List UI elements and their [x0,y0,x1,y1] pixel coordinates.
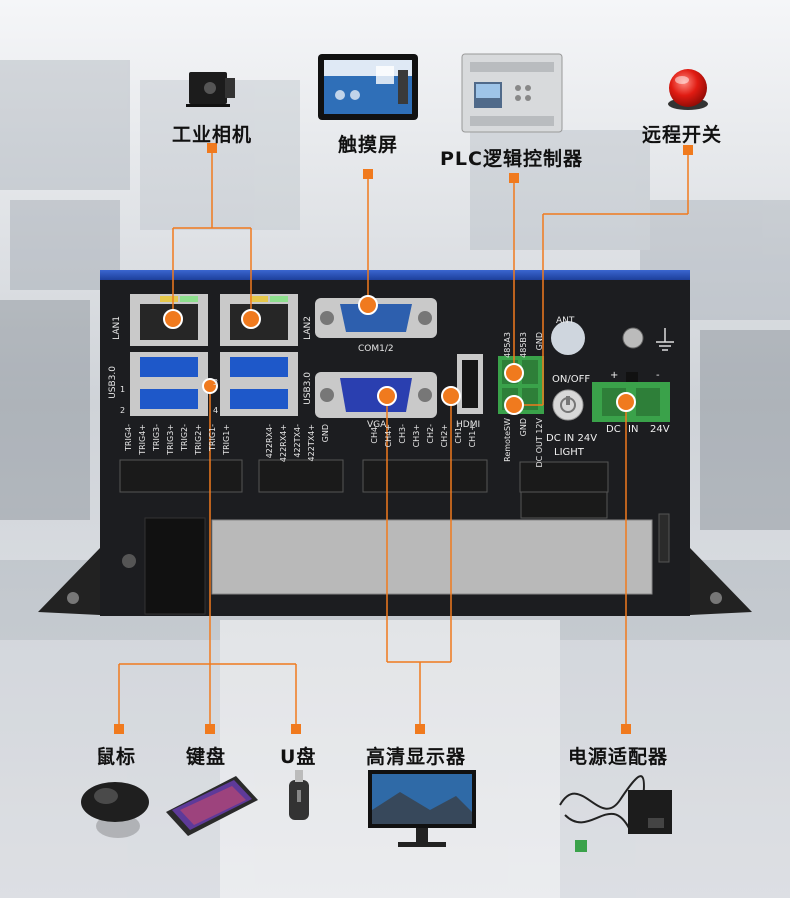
trig-pin-7: TRIG1+ [222,424,231,455]
ch-pin-6: CH1- [454,424,463,444]
keyboard-label: 键盘 [186,746,227,768]
touchscreen-label: 触摸屏 [338,134,399,156]
plc-label: PLC逻辑控制器 [440,148,583,170]
light-label: LIGHT [554,447,584,458]
ch-pin-2: CH3- [398,424,407,444]
connector-lines [118,148,689,727]
ground-icon [656,328,674,351]
rs422-pin-3: 422TX4+ [307,424,316,462]
ant-label: ANT [556,316,575,326]
hdmi-label: HDMI [456,420,481,430]
usb-drive-icon [289,770,309,820]
trig-pin-3: TRIG3+ [166,424,175,455]
in-label: IN [628,424,639,435]
lan-ports [130,294,298,346]
monitor-label: 高清显示器 [366,746,467,768]
tt-pin-2: GND [535,332,544,351]
rs422-pin-0: 422RX4- [265,424,274,459]
trig-pin-4: TRIG2- [180,424,189,451]
com-port [315,298,437,338]
ch-pin-7: CH1+ [468,424,477,448]
power-adapter-label: 电源适配器 [568,746,669,768]
usb30-mid-label: USB3.0 [303,372,313,405]
rs422-pin-4: GND [321,424,330,443]
hdmi-port [457,354,483,414]
onoff-label: ON/OFF [552,374,591,385]
ch-pin-0: CH4- [370,424,379,444]
tt-pin-0: 485A3 [503,332,512,358]
monitor-icon [368,770,476,847]
remote-switch-label: 远程开关 [642,124,723,146]
v24-label: 24V [650,424,670,435]
tt-pin-1: 485B3 [519,332,528,358]
trig-pin-0: TRIG4- [124,424,133,451]
usb30-left-label: USB3.0 [108,366,118,399]
ground-screw [622,327,644,349]
ch-pin-4: CH2- [426,424,435,444]
marker-squares [114,143,693,734]
power-adapter-icon [559,775,672,852]
usb-ports [130,352,298,416]
plus-label: + [610,370,619,381]
usb-num-4: 4 [213,406,219,415]
tb-pin-1: GND [519,418,528,437]
mouse-label: 鼠标 [96,746,137,768]
label-plates [119,459,609,519]
rs422-pin-1: 422RX4+ [279,424,288,463]
tb-pin-2: DC OUT 12V [535,418,544,468]
com-label: COM1/2 [358,344,394,354]
rs422-pin-2: 422TX4- [293,424,302,458]
usb-num-2: 2 [120,406,126,415]
ch-pin-3: CH3+ [412,424,421,448]
keyboard-icon [166,776,258,836]
port-dots [163,295,636,415]
remote-switch-icon [668,69,708,110]
ch-pin-1: CH4+ [384,424,393,448]
lan1-label: LAN1 [112,316,122,340]
tb-pin-0: RemoteSW [503,418,512,462]
dc-in-24v-label: DC IN 24V [546,433,598,444]
vga-label: VGA [367,420,387,430]
touchscreen-icon [318,54,418,120]
ant-connector [551,321,585,355]
camera-icon [186,72,235,107]
trig-pin-5: TRIG2+ [194,424,203,455]
trig-pin-1: TRIG4+ [138,424,147,455]
camera-label: 工业相机 [172,124,253,146]
vga-port [315,372,437,418]
usb-num-3: 3 [213,378,219,387]
usb-num-1: 1 [120,385,126,394]
minus-label: - [656,370,660,381]
trig-pin-6: TRIG1- [208,424,217,451]
usb-drive-label: U盘 [280,746,317,768]
trig-pin-2: TRIG3- [152,424,161,451]
mouse-icon [81,782,149,838]
ch-pin-5: CH2+ [440,424,449,448]
plc-icon [461,53,563,133]
dc-label: DC [606,424,621,435]
lan2-label: LAN2 [303,316,313,340]
